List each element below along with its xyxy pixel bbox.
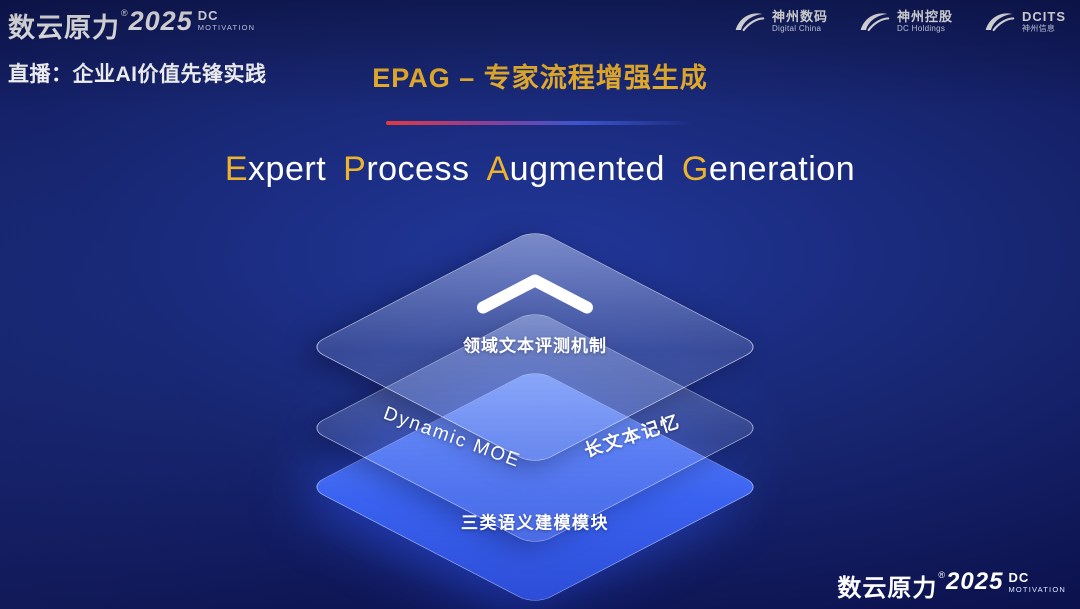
heading-word: Generation — [681, 150, 856, 188]
swoosh-logo-icon — [985, 13, 1015, 32]
brand-year: 2025 — [128, 6, 193, 36]
brand-name: 数云原力 — [8, 13, 120, 43]
registered-mark: ® — [938, 570, 946, 580]
partner-logo-dcits: DCITS 神州信息 — [983, 10, 1066, 34]
bottom-layer-label: 三类语义建模模块 — [461, 513, 609, 533]
brand-logo: 数云原力 ® 2025 DC MOTIVATION — [8, 6, 255, 45]
partner-subtitle: 神州信息 — [1022, 23, 1056, 33]
heading-word: Expert — [224, 150, 327, 188]
partner-name: 神州数码 — [771, 9, 828, 25]
swoosh-logo-icon — [735, 13, 765, 32]
brand-dc-stack: DC MOTIVATION — [1008, 571, 1066, 594]
heading-initial: P — [343, 150, 367, 188]
partner-logo-digital-china: 神州数码 Digital China — [733, 10, 828, 34]
partner-name: 神州控股 — [896, 9, 953, 25]
partner-name: DCITS — [1022, 9, 1066, 25]
main-heading: Expert Process Augmented Generation — [0, 150, 1080, 189]
heading-initial: A — [486, 150, 510, 188]
page-title: EPAG – 专家流程增强生成 — [372, 63, 708, 93]
partner-subtitle: DC Holdings — [896, 23, 946, 33]
swoosh-logo-icon — [860, 13, 890, 32]
brand-year: 2025 — [946, 568, 1004, 595]
chevron-up-icon — [473, 271, 597, 322]
heading-initial: G — [681, 150, 709, 188]
live-subtitle: 直播：企业AI价值先锋实践 — [8, 63, 267, 86]
footer-brand-logo: 数云原力 ® 2025 DC MOTIVATION — [837, 568, 1066, 603]
brand-dc: DC — [1008, 570, 1030, 585]
title-underline — [386, 121, 694, 125]
top-layer-label: 领域文本评测机制 — [463, 336, 607, 356]
registered-mark: ® — [121, 8, 128, 18]
brand-dc-stack: DC MOTIVATION — [198, 9, 256, 32]
brand-motivation: MOTIVATION — [197, 23, 256, 32]
brand-name: 数云原力 — [837, 575, 938, 602]
partner-logo-dc-holdings: 神州控股 DC Holdings — [858, 10, 953, 34]
partner-subtitle: Digital China — [771, 23, 822, 33]
heading-word: Process — [343, 150, 470, 188]
brand-dc: DC — [197, 8, 219, 23]
heading-initial: E — [224, 150, 249, 188]
heading-word: Augmented — [486, 150, 665, 188]
partner-logos: 神州数码 Digital China 神州控股 DC Holdings DCIT… — [733, 10, 1066, 34]
brand-motivation: MOTIVATION — [1008, 585, 1066, 594]
